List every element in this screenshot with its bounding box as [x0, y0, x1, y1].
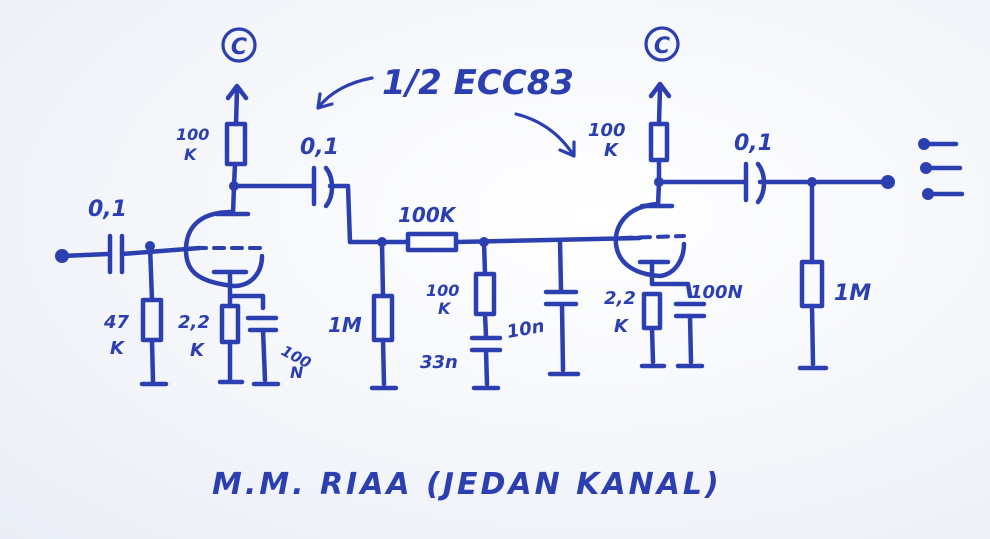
- r-shunt-unit: K: [438, 299, 452, 318]
- c-cath2-label: 100N: [690, 282, 743, 303]
- tube1-envelope: [183, 209, 265, 289]
- tube2-grid: [620, 234, 686, 240]
- r-cath1-value: 2,2: [178, 312, 210, 333]
- supply-circle-right: [644, 26, 680, 62]
- r-plate2-unit: K: [604, 140, 620, 161]
- cathode2-wire: [649, 259, 693, 299]
- supply-arrow-right: [648, 81, 672, 127]
- c-cath1-unit: N: [290, 363, 304, 382]
- tube-note-arrow-left: [316, 76, 374, 110]
- cathode1-wire: [227, 269, 266, 311]
- c-input-label: 0,1: [88, 197, 127, 222]
- r-1m-out-ground: [797, 303, 829, 371]
- r-cath2-ground: [639, 325, 667, 369]
- c-10n-label: 10n: [505, 316, 546, 343]
- r-plate1-value: 100: [176, 125, 209, 144]
- tube2-envelope: [613, 201, 687, 279]
- supply-circle-left: [221, 27, 257, 63]
- tube-note-label: 1/2 ECC83: [382, 63, 574, 103]
- r-grid1-lead-top: [147, 243, 155, 303]
- coupling-wire-right: [327, 183, 383, 245]
- supply-label-right: C: [654, 34, 670, 59]
- supply-label-left: C: [231, 35, 247, 60]
- output-terminal: [881, 175, 895, 189]
- r-cath2-unit: K: [614, 316, 630, 337]
- c-33n-capacitor: [469, 311, 503, 391]
- r-cath1-resistor: [219, 303, 241, 345]
- r-grid1-value: 47: [103, 312, 130, 333]
- r-grid1-resistor: [140, 297, 164, 343]
- r-shunt-lead: [481, 239, 488, 277]
- c-cath2-ground: [675, 313, 705, 369]
- r-1m-out-label: 1M: [834, 281, 871, 306]
- r-shunt-resistor: [473, 271, 497, 317]
- input-wire: [59, 251, 111, 259]
- r-plate1-lead: [231, 161, 238, 189]
- r-plate1-resistor: [224, 121, 248, 167]
- c-cath1-ground: [251, 327, 281, 387]
- supply-arrow-left: [225, 83, 249, 127]
- r-grid1-ground: [139, 337, 169, 387]
- r-plate1-unit: K: [184, 145, 198, 164]
- schematic-title: M.M. RIAA (JEDAN KANAL): [212, 467, 722, 502]
- r-series-resistor: [405, 231, 459, 253]
- r-1m-mid-ground: [369, 337, 399, 391]
- r-plate2-resistor: [648, 121, 670, 163]
- r-1m-mid-label: 1M: [328, 313, 362, 337]
- r-1m-mid-resistor: [371, 293, 395, 343]
- r-shunt-value: 100: [426, 281, 459, 300]
- r-cath1-ground: [217, 339, 245, 385]
- r-series-label: 100K: [398, 203, 457, 227]
- c-10n-capacitor: [543, 237, 581, 377]
- c-coupling-label: 0,1: [300, 135, 339, 160]
- r-1m-mid-lead: [379, 239, 386, 299]
- r-grid1-unit: K: [110, 338, 126, 359]
- r-1m-out-resistor: [799, 259, 825, 309]
- c-output-label: 0,1: [734, 131, 773, 156]
- r-cath2-value: 2,2: [604, 288, 636, 309]
- c-33n-label: 33n: [420, 352, 458, 373]
- r-cath2-resistor: [641, 291, 663, 331]
- r-plate2-value: 100: [588, 120, 626, 141]
- tube-note-arrow-right: [514, 112, 576, 158]
- r-cath1-unit: K: [190, 340, 206, 361]
